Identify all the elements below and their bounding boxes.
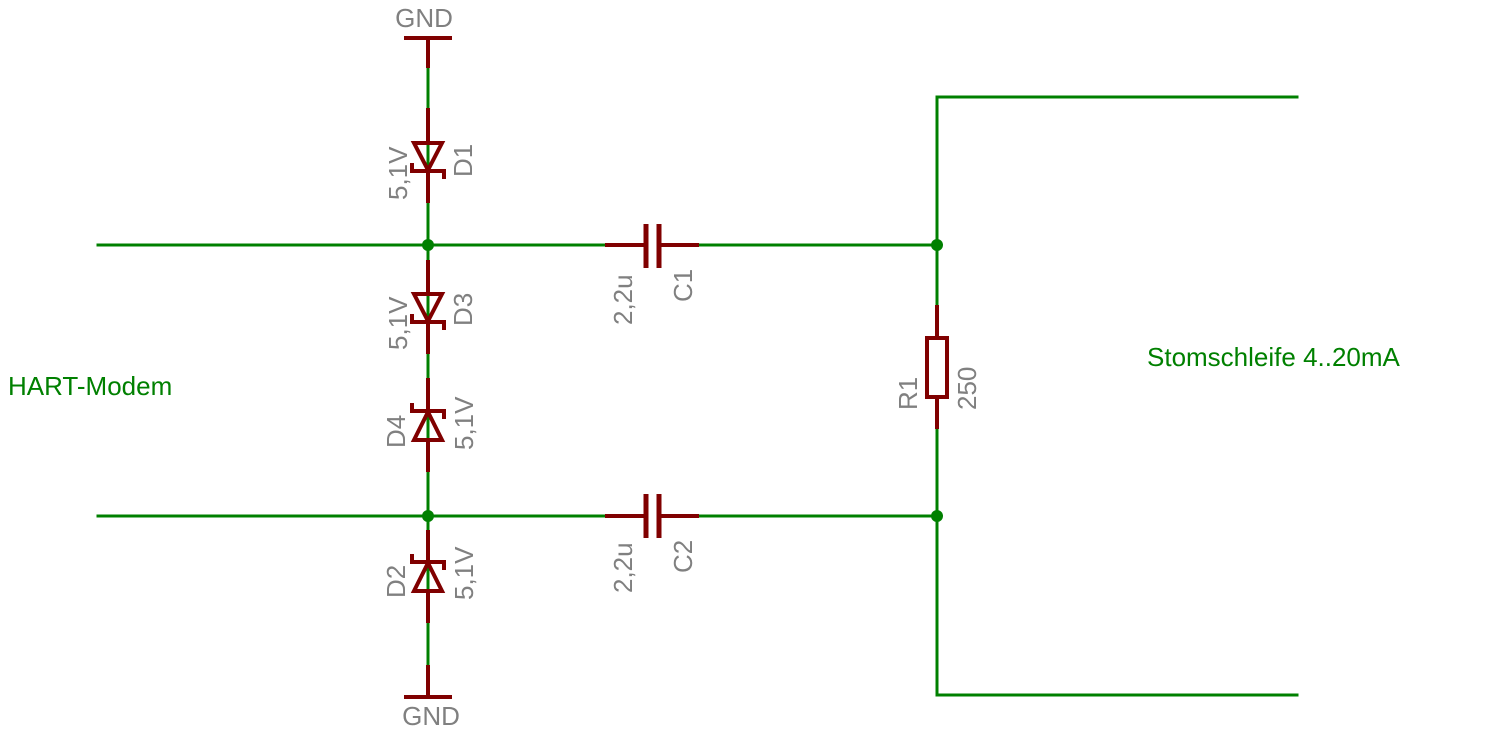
d1-name-label: D1 <box>448 144 478 177</box>
junction-dot <box>422 239 434 251</box>
d2-name-label: D2 <box>381 565 411 598</box>
diode-d2: D2 5,1V <box>381 530 479 623</box>
d1-value-label: 5,1V <box>383 146 413 200</box>
d3-value-label: 5,1V <box>383 296 413 350</box>
gnd-symbol-top: GND <box>395 3 453 68</box>
capacitor-c1: 2,2u C1 <box>605 224 699 325</box>
d4-value-label: 5,1V <box>449 396 479 450</box>
net-label-hart-modem: HART-Modem <box>8 371 172 401</box>
d4-name-label: D4 <box>381 415 411 448</box>
junction-dot <box>931 510 943 522</box>
c2-value-label: 2,2u <box>608 542 638 593</box>
capacitor-c2: 2,2u C2 <box>605 494 699 593</box>
junction-dot <box>931 239 943 251</box>
diode-d4: D4 5,1V <box>381 378 479 472</box>
r1-value-label: 250 <box>952 367 982 410</box>
c2-name-label: C2 <box>668 540 698 573</box>
d3-name-label: D3 <box>448 293 478 326</box>
c1-value-label: 2,2u <box>608 274 638 325</box>
gnd-symbol-bottom: GND <box>402 665 460 731</box>
r1-name-label: R1 <box>893 377 923 410</box>
diode-d3: 5,1V D3 <box>383 260 478 354</box>
wire-loop-bottom <box>935 425 1299 697</box>
gnd-top-label: GND <box>395 3 453 33</box>
diode-d1: 5,1V D1 <box>383 108 478 203</box>
junctions <box>422 239 943 522</box>
resistor-r1: R1 250 <box>893 305 982 429</box>
junction-dot <box>422 510 434 522</box>
wires <box>96 38 1299 699</box>
net-label-current-loop: Stomschleife 4..20mA <box>1147 342 1401 372</box>
gnd-bottom-label: GND <box>402 701 460 731</box>
wire-loop-top <box>935 95 1299 309</box>
d2-value-label: 5,1V <box>449 546 479 600</box>
c1-name-label: C1 <box>668 269 698 302</box>
